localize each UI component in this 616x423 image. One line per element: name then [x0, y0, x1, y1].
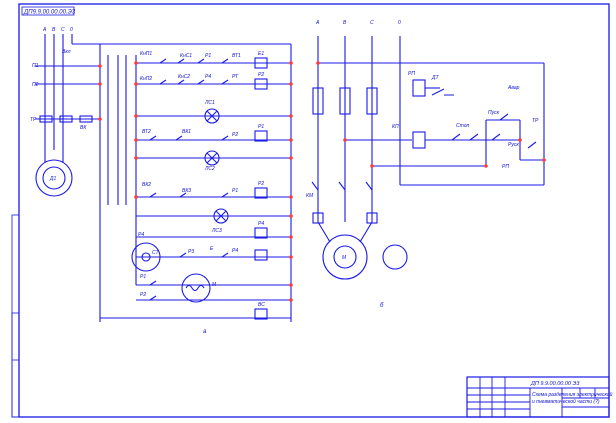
motor-m [181, 273, 211, 303]
label-row6-b: ВК3 [182, 188, 191, 194]
label-tr: ТР [30, 117, 37, 123]
label-b-rp: РП [408, 71, 415, 77]
label-row8-b: СТ [152, 250, 159, 256]
label-b-m: М [342, 255, 347, 261]
label-b-kp: КП [392, 124, 399, 130]
label-vk: ВК [80, 125, 87, 131]
title-block-line2: и пневматической части (?) [532, 398, 600, 405]
label-row2-a: КнП2 [140, 76, 152, 82]
label-row3-a: ЛС1 [204, 100, 215, 106]
scheme-a [35, 34, 292, 322]
label-fu2: П2 [32, 82, 39, 88]
label-row7-a: ЛС3 [211, 228, 222, 234]
label-row10-a: Р2 [140, 292, 146, 298]
label-row4-c: Р1 [258, 124, 264, 130]
component-labels-b: РП ДТ Авар КП Стоп Пуск ТР Руск РП КМ М … [306, 71, 539, 309]
label-row9-b: М [212, 282, 217, 288]
label-row6-a: ВК2 [142, 182, 151, 188]
label-b-dt: ДТ [431, 75, 440, 81]
frame-border [18, 3, 610, 418]
label-row1-d: ВТ1 [232, 53, 241, 59]
label-row3-b: ВТ2 [142, 129, 151, 135]
frame-side-strip [11, 214, 20, 418]
scheme-b-caption: б [380, 303, 384, 309]
label-row5-a: ЛС2 [204, 166, 215, 172]
label-row7-b: Р4 [258, 221, 264, 227]
label-row2-e: Р2 [258, 72, 264, 78]
scheme-a-caption: а [203, 329, 207, 335]
motor-d1 [35, 159, 73, 197]
label-row1-e: Е1 [258, 51, 264, 57]
label-row10-b: ВС [258, 302, 265, 308]
label-b-rusk: Руск [508, 142, 519, 148]
label-row8-e: Р4 [232, 248, 238, 254]
label-row4-b: Р2 [232, 132, 238, 138]
motor-st [131, 242, 161, 272]
title-block-line1: Схема разделения электрической [532, 391, 613, 398]
drawing-frame [11, 3, 610, 418]
label-b-km: КМ [306, 193, 314, 199]
code-stamp-text: ДП9.9.00.00.00.Э3 [23, 10, 76, 16]
phase-c-label: C [61, 27, 65, 33]
label-row8-a: Р4 [138, 232, 144, 238]
code-stamp-topleft: ДП9.9.00.00.00.Э3 [21, 6, 76, 16]
scheme-b [311, 36, 545, 280]
label-row2-d: РТ [232, 74, 239, 80]
label-b-stop: Стоп [456, 123, 470, 129]
label-row8-c: Р3 [188, 249, 194, 255]
label-row2-b: КнС2 [178, 74, 190, 80]
phase-b-c-label: C [370, 20, 374, 26]
component-labels-a: Вкл П1 П2 ТР ВК Д1 КнП1 КнС1 Р1 ВТ1 Е1 К… [30, 49, 265, 335]
phase-b-b-label: B [343, 20, 347, 26]
label-fu1: П1 [32, 63, 39, 69]
phase-b-label: B [52, 27, 56, 33]
title-block [466, 376, 610, 418]
label-row9-a: Р1 [140, 274, 146, 280]
label-row8-d: Е [210, 246, 214, 252]
label-b-pusk: Пуск [488, 110, 500, 116]
label-row2-c: Р4 [205, 74, 211, 80]
label-b-avar: Авар [507, 85, 520, 91]
phase-b-a-label: A [315, 20, 320, 26]
label-row4-a: ВК1 [182, 129, 191, 135]
phase-b-0-label: 0 [398, 20, 401, 26]
frame-side-strip-2 [11, 312, 20, 418]
junction-nodes [98, 61, 546, 302]
label-row1-c: Р1 [205, 53, 211, 59]
label-row1-b: КнС1 [180, 53, 192, 59]
label-d1: Д1 [49, 176, 57, 182]
phase-0-label: 0 [70, 27, 73, 33]
label-b-rp2: РП [502, 164, 509, 170]
title-block-code: ДП 9.9.00.00.00 Э3 [530, 381, 580, 387]
label-row6-c: Р1 [232, 188, 238, 194]
label-b-tr: ТР [532, 118, 539, 124]
phase-labels-a: A B C 0 [42, 27, 73, 33]
phase-a-label: A [42, 27, 47, 33]
motor-m-scheme-b [322, 234, 368, 280]
phase-labels-b: A B C 0 [315, 20, 401, 26]
label-qf: Вкл [62, 49, 71, 55]
label-row1-a: КнП1 [140, 51, 152, 57]
label-row6-d: Р2 [258, 181, 264, 187]
